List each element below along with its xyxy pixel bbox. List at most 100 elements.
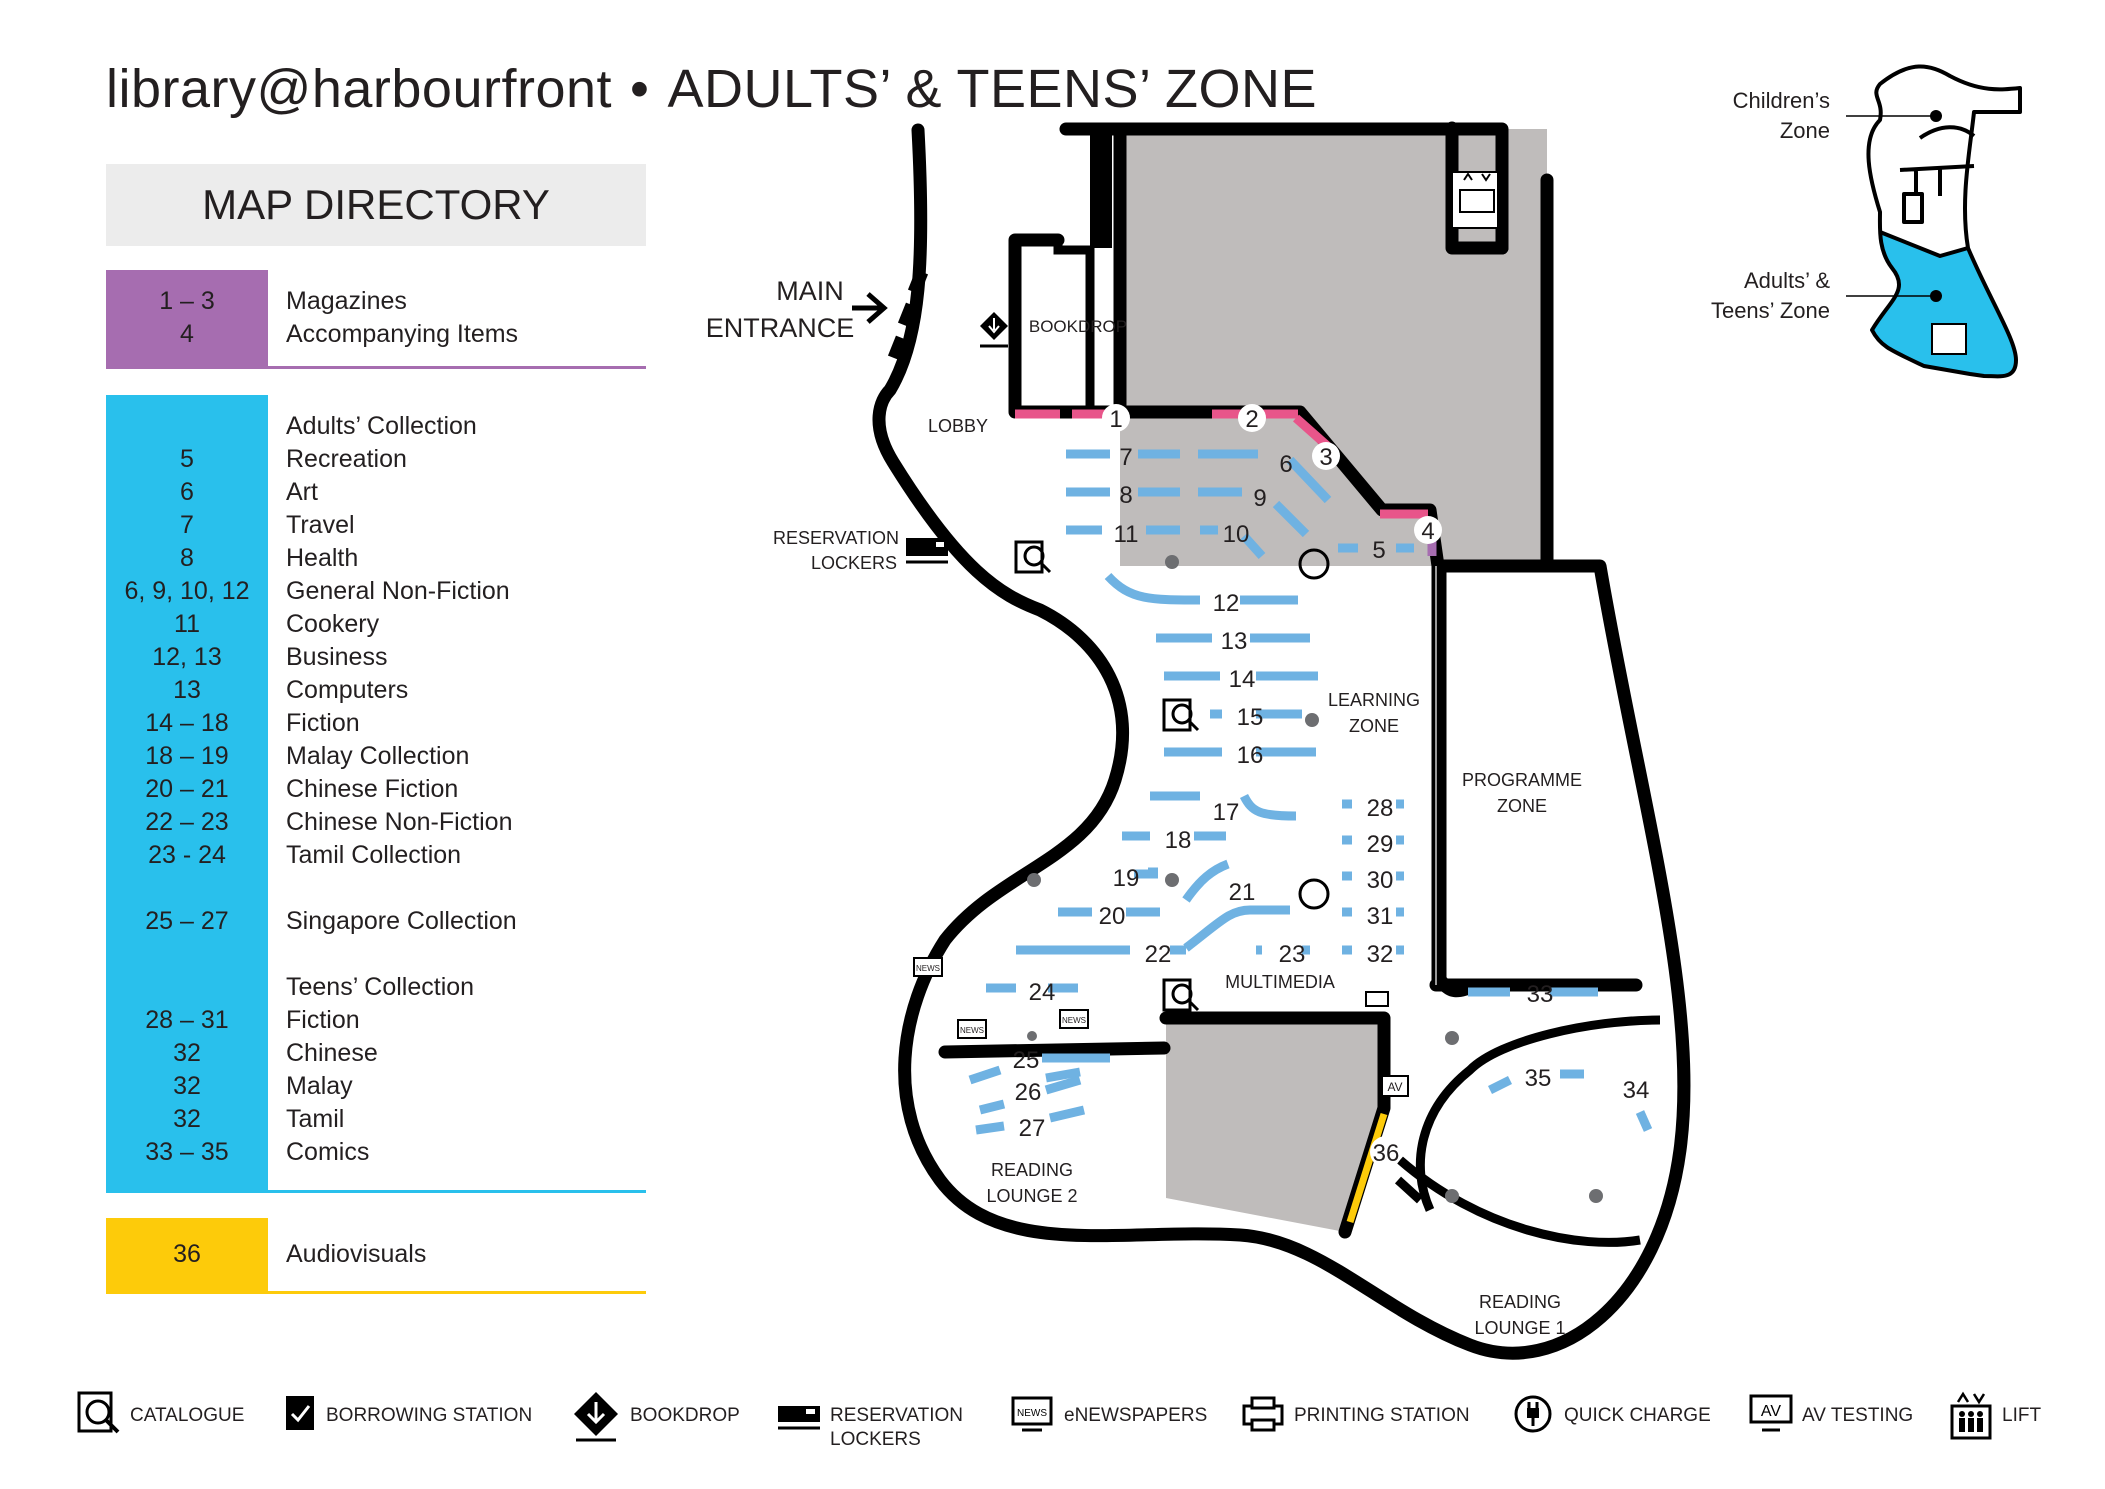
badge-20: 20 — [1099, 903, 1126, 930]
svg-text:36: 36 — [1373, 1140, 1400, 1167]
badge-12: 12 — [1213, 590, 1240, 617]
map-legend: CATALOGUE BORROWING STATION BOOKDROP RES… — [0, 1390, 2105, 1460]
borrowing-station-icon — [286, 1396, 314, 1430]
printing-station-map-icon — [1365, 991, 1389, 1007]
map-directory-heading: MAP DIRECTORY — [106, 164, 646, 246]
badge-24: 24 — [1029, 979, 1056, 1006]
svg-text:27: 27 — [1019, 1115, 1046, 1142]
svg-text:1: 1 — [1109, 406, 1122, 433]
badge-28: 28 — [1367, 795, 1394, 822]
badge-32: 32 — [1367, 941, 1394, 968]
entrance-arrow — [852, 292, 888, 324]
building-outline-inset — [1866, 64, 2022, 379]
svg-text:30: 30 — [1367, 867, 1394, 894]
catalogue-icon — [77, 1391, 120, 1434]
legend-borrowing-station: BORROWING STATION — [282, 1390, 532, 1436]
svg-text:8: 8 — [1119, 482, 1132, 509]
adults-zone-dot — [1930, 290, 1942, 302]
badge-14: 14 — [1229, 666, 1256, 693]
legend-av-testing: AV AV TESTING — [1748, 1390, 1913, 1436]
svg-text:16: 16 — [1237, 742, 1264, 769]
badge-13: 13 — [1221, 628, 1248, 655]
badge-16: 16 — [1237, 742, 1264, 769]
badge-9: 9 — [1253, 485, 1266, 512]
seating-dots — [1027, 555, 1603, 1203]
svg-text:20: 20 — [1099, 903, 1126, 930]
group-color-band — [106, 270, 268, 369]
blocked-area-bottom — [1166, 1020, 1384, 1232]
badge-4: 4 — [1414, 516, 1442, 545]
legend-label: CATALOGUE — [130, 1405, 245, 1426]
catalogue-map-icon — [1014, 540, 1200, 1012]
legend-printing-station: PRINTING STATION — [1240, 1390, 1470, 1436]
legend-label: BOOKDROP — [630, 1405, 740, 1426]
inset-labels: Children’s Zone Adults’ & Teens’ Zone — [1711, 88, 1830, 323]
badge-35: 35 — [1525, 1065, 1552, 1092]
zone-name: ADULTS’ & TEENS’ ZONE — [667, 59, 1318, 119]
av-testing-map-icon: AV — [1381, 1075, 1409, 1097]
reading-lounge-2-label-2: LOUNGE 2 — [986, 1186, 1077, 1206]
svg-text:3: 3 — [1319, 444, 1332, 471]
svg-text:23: 23 — [1279, 941, 1306, 968]
badge-7: 7 — [1119, 444, 1132, 471]
svg-text:4: 4 — [1421, 518, 1434, 545]
badge-11: 11 — [1114, 521, 1139, 548]
svg-text:21: 21 — [1229, 879, 1256, 906]
directory-row: Teens’ Collection — [286, 973, 475, 1001]
badge-34: 34 — [1623, 1077, 1650, 1104]
reading-lounge-1-label-2: LOUNGE 1 — [1474, 1318, 1565, 1338]
svg-text:17: 17 — [1213, 799, 1240, 826]
badge-19: 19 — [1113, 865, 1140, 892]
svg-text:29: 29 — [1367, 831, 1394, 858]
legend-label: AV TESTING — [1802, 1405, 1914, 1426]
svg-text:6: 6 — [1279, 451, 1292, 478]
badge-10: 10 — [1223, 521, 1250, 548]
svg-text:22: 22 — [1145, 941, 1172, 968]
children-zone-dot — [1930, 110, 1942, 122]
library-name: library@harbourfront — [106, 59, 613, 119]
main-entrance-label-2: ENTRANCE — [706, 313, 855, 343]
adults-zone-label-1: Adults’ & — [1744, 268, 1830, 293]
bookdrop-label: BOOKDROP — [1029, 317, 1127, 336]
svg-text:26: 26 — [1015, 1079, 1042, 1106]
badge-6: 6 — [1279, 451, 1292, 478]
quick-charge-icon — [1514, 1395, 1552, 1433]
badge-25: 25 — [1013, 1047, 1040, 1074]
printing-station-icon — [1242, 1396, 1284, 1432]
group-underline — [106, 1291, 646, 1294]
children-zone-label-1: Children’s — [1733, 88, 1830, 113]
legend-label: BORROWING STATION — [326, 1405, 533, 1426]
badge-31: 31 — [1367, 903, 1394, 930]
svg-text:19: 19 — [1113, 865, 1140, 892]
badge-26: 26 — [1015, 1079, 1042, 1106]
badge-30: 30 — [1367, 867, 1394, 894]
lift-icon — [1950, 1391, 1992, 1440]
av-shelf — [1346, 1112, 1388, 1224]
badge-17: 17 — [1213, 799, 1240, 826]
svg-text:14: 14 — [1229, 666, 1256, 693]
badge-23: 23 — [1279, 941, 1306, 968]
svg-text:AV: AV — [1761, 1403, 1781, 1420]
enewspapers-map-icon: NEWS NEWS NEWS — [913, 957, 1089, 1039]
badge-8: 8 — [1119, 482, 1132, 509]
enewspapers-icon: NEWS — [1011, 1396, 1053, 1432]
badge-22: 22 — [1145, 941, 1172, 968]
svg-text:31: 31 — [1367, 903, 1394, 930]
reading-lounge-2-label-1: READING — [991, 1160, 1073, 1180]
group-underline — [106, 366, 646, 369]
legend-label: PRINTING STATION — [1294, 1405, 1470, 1426]
svg-text:9: 9 — [1253, 485, 1266, 512]
legend-bookdrop: BOOKDROP — [570, 1390, 740, 1442]
children-zone-label-2: Zone — [1780, 118, 1830, 143]
badge-1: 1 — [1102, 404, 1130, 433]
lobby-label: LOBBY — [928, 416, 988, 436]
